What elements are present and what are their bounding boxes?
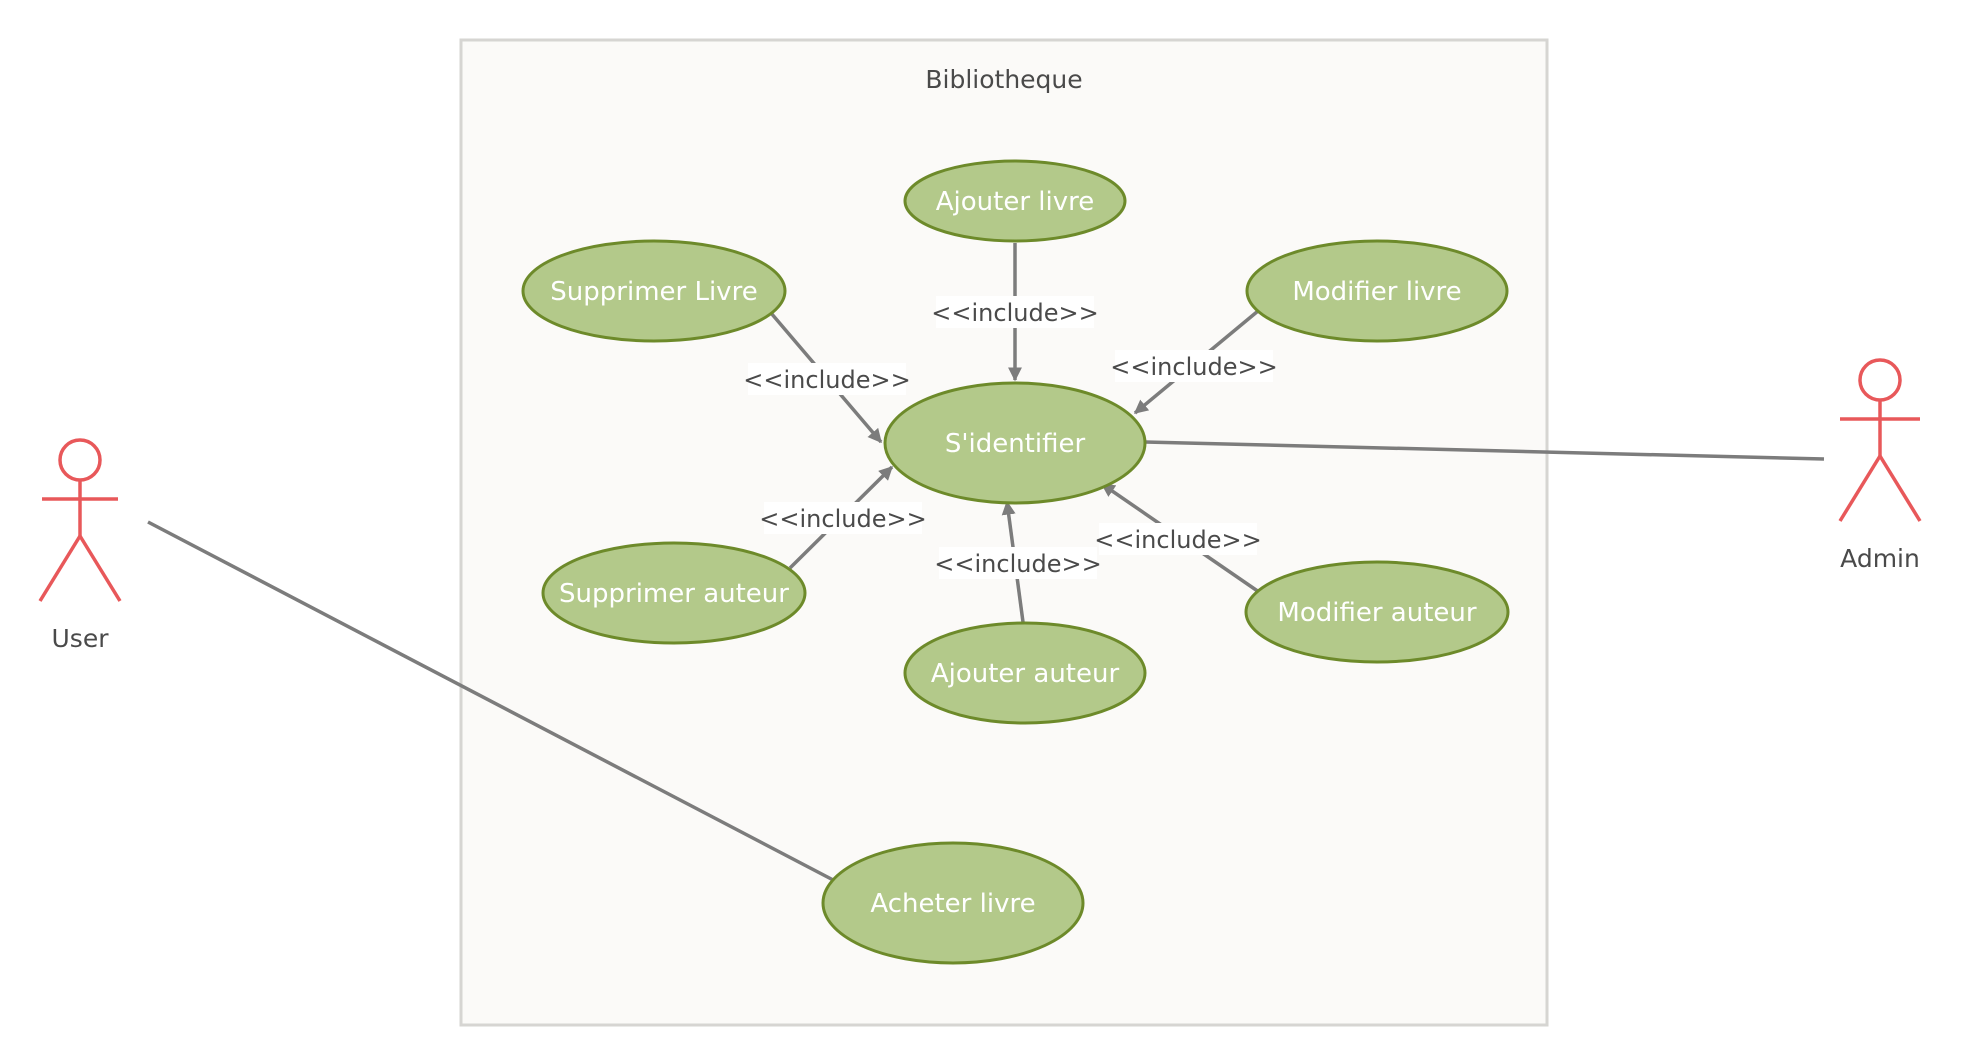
include-ajouter-livre[interactable]: <<include>> <box>931 243 1099 382</box>
use-case-label: Ajouter livre <box>936 187 1095 217</box>
actor-user[interactable]: User <box>38 438 122 653</box>
use-case-supprimer-livre[interactable]: Supprimer Livre <box>521 239 787 343</box>
stick-figure-icon <box>1838 358 1922 522</box>
use-case-ajouter-livre[interactable]: Ajouter livre <box>903 159 1127 243</box>
stick-figure-icon <box>38 438 122 602</box>
include-label: <<include>> <box>1110 353 1277 381</box>
include-label: <<include>> <box>743 366 910 394</box>
use-case-label: S'identifier <box>945 429 1086 459</box>
use-case-acheter-livre[interactable]: Acheter livre <box>821 841 1085 965</box>
association-user-acheter-livre[interactable] <box>147 520 838 884</box>
include-label: <<include>> <box>931 299 1098 327</box>
use-case-label: Modifier livre <box>1292 277 1461 307</box>
actor-admin-label: Admin <box>1840 544 1920 573</box>
use-case-label: Ajouter auteur <box>931 659 1120 689</box>
include-label: <<include>> <box>934 550 1101 578</box>
include-ajouter-auteur[interactable]: <<include>> <box>934 500 1102 623</box>
use-case-label: Supprimer auteur <box>559 579 789 609</box>
use-case-label: Supprimer Livre <box>550 277 757 307</box>
use-case-label: Modifier auteur <box>1277 598 1476 628</box>
actor-admin[interactable]: Admin <box>1838 358 1922 573</box>
use-case-label: Acheter livre <box>870 889 1035 919</box>
include-modifier-livre[interactable]: <<include>> <box>1110 309 1278 415</box>
include-label: <<include>> <box>1094 526 1261 554</box>
actor-user-label: User <box>52 624 110 653</box>
use-case-ajouter-auteur[interactable]: Ajouter auteur <box>903 621 1147 725</box>
include-supprimer-auteur[interactable]: <<include>> <box>759 465 927 570</box>
include-modifier-auteur[interactable]: <<include>> <box>1094 482 1262 594</box>
include-label: <<include>> <box>759 505 926 533</box>
use-case-supprimer-auteur[interactable]: Supprimer auteur <box>541 541 807 645</box>
association-admin-sidentifier[interactable] <box>1144 440 1825 461</box>
system-title: Bibliotheque <box>925 65 1082 94</box>
use-case-modifier-livre[interactable]: Modifier livre <box>1245 239 1509 343</box>
use-case-sidentifier[interactable]: S'identifier <box>883 381 1147 505</box>
use-case-modifier-auteur[interactable]: Modifier auteur <box>1244 560 1510 664</box>
include-supprimer-livre[interactable]: <<include>> <box>743 311 911 444</box>
